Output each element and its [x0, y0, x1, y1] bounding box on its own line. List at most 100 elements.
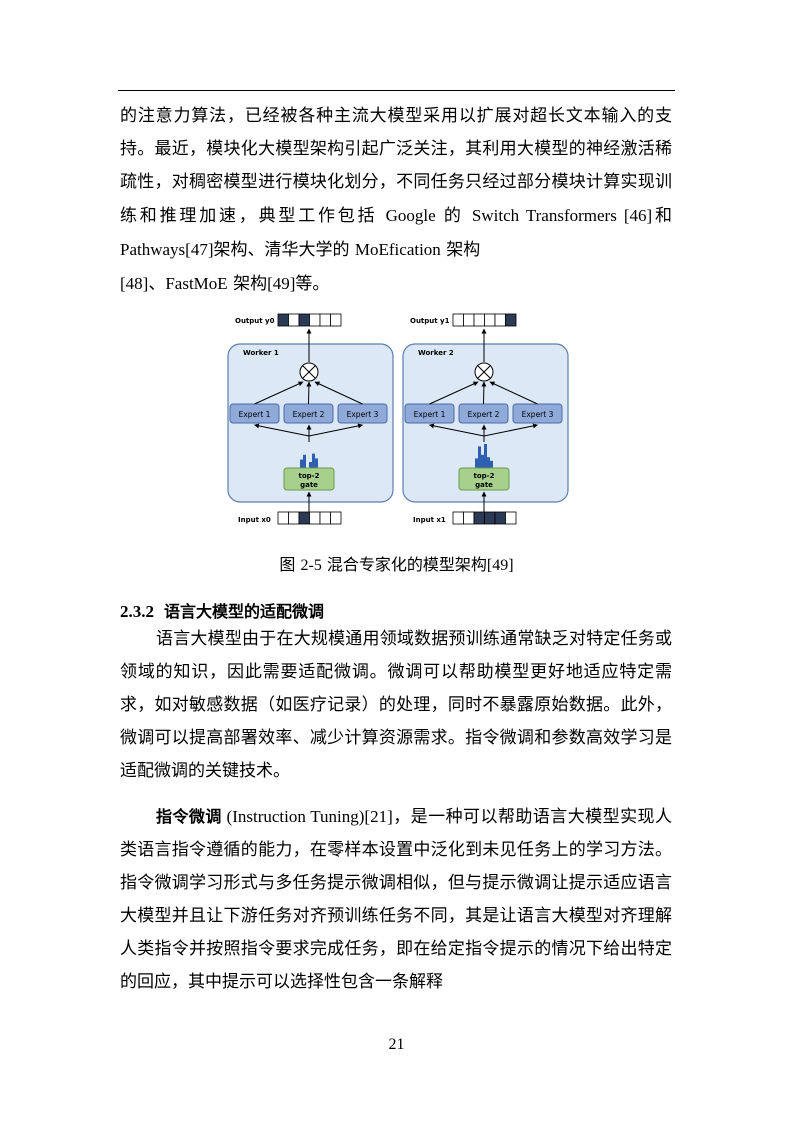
caption-number: 2-5	[300, 557, 322, 574]
caption-text: 混合专家化的模型架构	[321, 555, 487, 574]
caption-prefix: 图	[279, 555, 301, 574]
gate-score-bar	[481, 454, 484, 468]
output-cell	[288, 313, 300, 327]
header-rule	[118, 90, 675, 91]
gate-label-top: top-2	[474, 472, 495, 480]
arrow-to-combiner	[254, 381, 304, 405]
gate-score-bar	[309, 462, 312, 468]
combiner-cross-b	[477, 365, 491, 379]
expert-label: Expert 1	[414, 410, 446, 419]
arrow-to-combiner	[314, 381, 363, 405]
output-label: Output y0	[235, 317, 275, 325]
arrow-to-expert	[254, 423, 310, 437]
output-cell	[463, 313, 475, 327]
p1-text-1: 的注意力算法，已经被各种主流大模型采用以扩展对超长文本输入的支持。最近，模块化大…	[120, 106, 672, 226]
section-heading: 2.3.2 语言大模型的适配微调	[120, 600, 324, 624]
gate-box	[458, 467, 510, 491]
gate-score-bar	[475, 458, 478, 468]
worker-2-group: Output y1 Worker 2 Expert 1 Expert 2 Expert …	[402, 313, 569, 525]
gate-label-bottom: gate	[475, 481, 493, 489]
section-title: 语言大模型的适配微调	[164, 602, 325, 621]
expert-label: Expert 3	[347, 410, 379, 419]
output-cell	[298, 313, 310, 327]
gate-score-bar	[487, 457, 490, 468]
ref-49: [49]	[267, 274, 296, 293]
input-cell	[309, 511, 321, 525]
paragraph-1: 的注意力算法，已经被各种主流大模型采用以扩展对超长文本输入的支持。最近，模块化大…	[120, 100, 672, 301]
input-cell	[298, 511, 310, 525]
output-label: Output y1	[410, 317, 450, 325]
input-cell	[452, 511, 464, 525]
output-cell	[473, 313, 485, 327]
gate-score-bar	[300, 459, 303, 468]
figure-caption: 图 2-5 混合专家化的模型架构[49]	[0, 553, 793, 578]
gate-score-bar	[484, 444, 487, 468]
p3-text: ，是一种可以帮助语言大模型实现人类语言指令遵循的能力，在零样本设置中泛化到未见任…	[120, 807, 673, 992]
caption-ref: [49]	[486, 557, 514, 574]
fastmoe-text: FastMoE	[165, 274, 228, 293]
input-cell	[288, 511, 300, 525]
instruction-tuning-term: 指令微调	[156, 807, 222, 826]
expert-label: Expert 2	[468, 410, 500, 419]
output-cell	[330, 313, 342, 327]
input-cell	[473, 511, 485, 525]
switch-transformers-ref: Switch Transformers [46]	[471, 206, 653, 225]
pathways-ref: Pathways[47]	[120, 240, 214, 259]
output-cell	[452, 313, 464, 327]
page-number: 21	[388, 1036, 405, 1053]
input-label: Input x0	[238, 516, 271, 524]
input-cell	[463, 511, 475, 525]
arrow-to-combiner	[429, 381, 479, 405]
p1-text-6: 、	[148, 274, 166, 294]
input-cell	[484, 511, 496, 525]
worker-1-group: Output y0 Worker 1 Expert 1 Expert 2 Expert …	[227, 313, 394, 525]
expert-label: Expert 2	[293, 410, 325, 419]
gate-score-bar	[478, 446, 481, 468]
paragraph-3: 指令微调 (Instruction Tuning)[21]，是一种可以帮助语言大…	[120, 800, 672, 999]
output-cell	[309, 313, 321, 327]
output-cell	[484, 313, 496, 327]
gate-score-bar	[312, 453, 315, 468]
gate-box	[283, 467, 335, 491]
gate-label-bottom: gate	[300, 481, 318, 489]
p2-text: 语言大模型由于在大规模通用领域数据预训练通常缺乏对特定任务或领域的知识，因此需要…	[120, 629, 672, 781]
arrow-to-combiner	[489, 381, 538, 405]
arrow-to-expert	[483, 423, 538, 437]
ref-48: [48]	[120, 274, 149, 293]
gate-score-bar	[303, 454, 306, 468]
input-cell	[319, 511, 331, 525]
p1-text-7: 架构	[227, 274, 268, 294]
worker-title: Worker 2	[418, 349, 454, 357]
input-cell	[505, 511, 517, 525]
p1-text-5: 架构	[440, 240, 481, 260]
google-text: Google	[385, 206, 436, 225]
input-cell	[330, 511, 342, 525]
paragraph-2: 语言大模型由于在大规模通用领域数据预训练通常缺乏对特定任务或领域的知识，因此需要…	[120, 623, 672, 788]
input-cell	[277, 511, 289, 525]
p1-text-4: 架构、清华大学的	[213, 240, 355, 260]
arrow-to-expert	[429, 423, 485, 437]
expert-label: Expert 1	[239, 410, 271, 419]
output-cell	[494, 313, 506, 327]
arrow-to-combiner	[481, 381, 487, 405]
moe-architecture-figure: Output y0 Worker 1 Expert 1 Expert 2 Expert …	[227, 313, 569, 525]
gate-score-bar	[490, 460, 493, 468]
p1-text-8: 等。	[295, 274, 330, 294]
p1-text-2: 的	[435, 206, 472, 226]
moefication-text: MoEfication	[354, 240, 441, 259]
section-number: 2.3.2	[120, 602, 154, 621]
gate-label-top: top-2	[299, 472, 320, 480]
input-label: Input x1	[413, 516, 446, 524]
output-cell	[505, 313, 517, 327]
expert-label: Expert 3	[522, 410, 554, 419]
worker-title: Worker 1	[243, 349, 279, 357]
output-cell	[277, 313, 289, 327]
combiner-cross-b	[302, 365, 316, 379]
input-cell	[494, 511, 506, 525]
instruction-tuning-english: (Instruction Tuning)[21]	[221, 807, 393, 826]
output-cell	[319, 313, 331, 327]
gate-score-bar	[315, 458, 318, 468]
arrow-to-expert	[308, 423, 363, 437]
arrow-to-combiner	[306, 381, 312, 405]
p1-text-3: 和	[652, 206, 673, 226]
